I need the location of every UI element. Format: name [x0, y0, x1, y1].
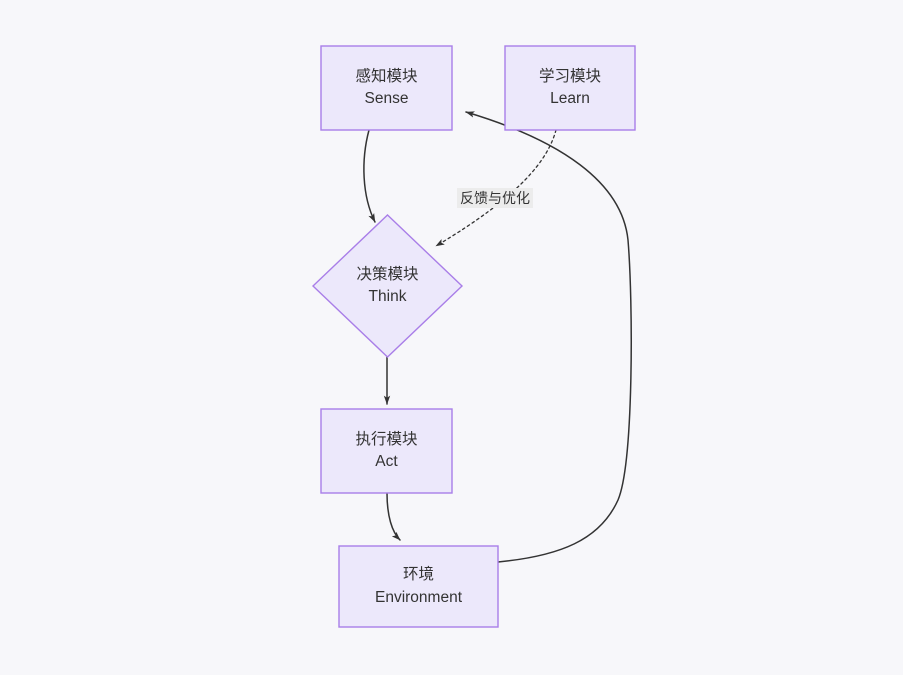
node-sense[interactable]	[320, 45, 453, 131]
edge-sense-to-think	[363, 129, 376, 223]
edge-learn-to-think	[435, 129, 557, 247]
node-act[interactable]	[320, 408, 453, 494]
node-think[interactable]	[311, 214, 464, 358]
node-learn[interactable]	[504, 45, 636, 131]
edge-act-to-environment	[386, 492, 401, 541]
node-environment[interactable]	[338, 545, 499, 628]
edge-environment-to-sense	[465, 111, 632, 563]
edge-label-learn-to-think: 反馈与优化	[457, 188, 533, 209]
